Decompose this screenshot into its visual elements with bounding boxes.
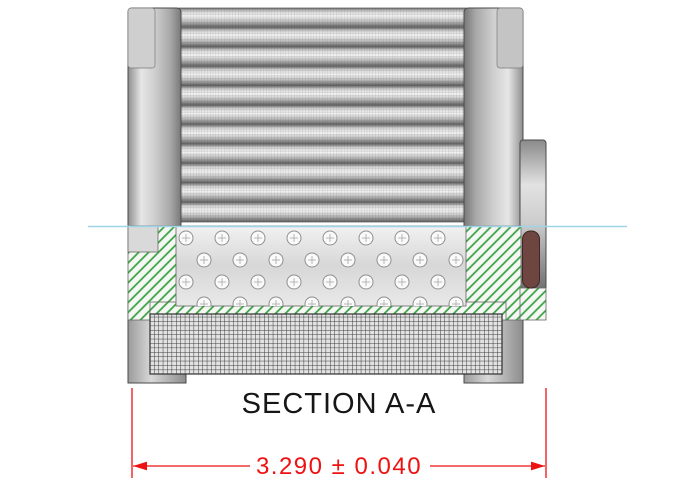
dimension-annotation: 3.290 ± 0.040 — [131, 388, 547, 480]
outer-mesh-screen — [149, 313, 503, 375]
left-cap-notch — [127, 225, 159, 253]
section-label: SECTION A-A — [242, 388, 437, 420]
left-end-cap — [127, 7, 182, 231]
left-end-cap-step — [127, 7, 156, 69]
arrowhead-left — [133, 461, 147, 471]
perforated-core-tube — [175, 225, 467, 307]
right-end-cap — [463, 7, 524, 231]
oring-seal — [522, 230, 540, 289]
pleat-mesh-texture — [179, 8, 466, 222]
right-end-cap-step — [496, 7, 524, 69]
arrowhead-right — [531, 461, 545, 471]
core-tube-perforations — [176, 226, 466, 306]
pleated-filter-media — [178, 7, 467, 223]
dimension-text: 3.290 ± 0.040 — [256, 453, 422, 480]
fitting-section-hatch — [519, 287, 547, 321]
